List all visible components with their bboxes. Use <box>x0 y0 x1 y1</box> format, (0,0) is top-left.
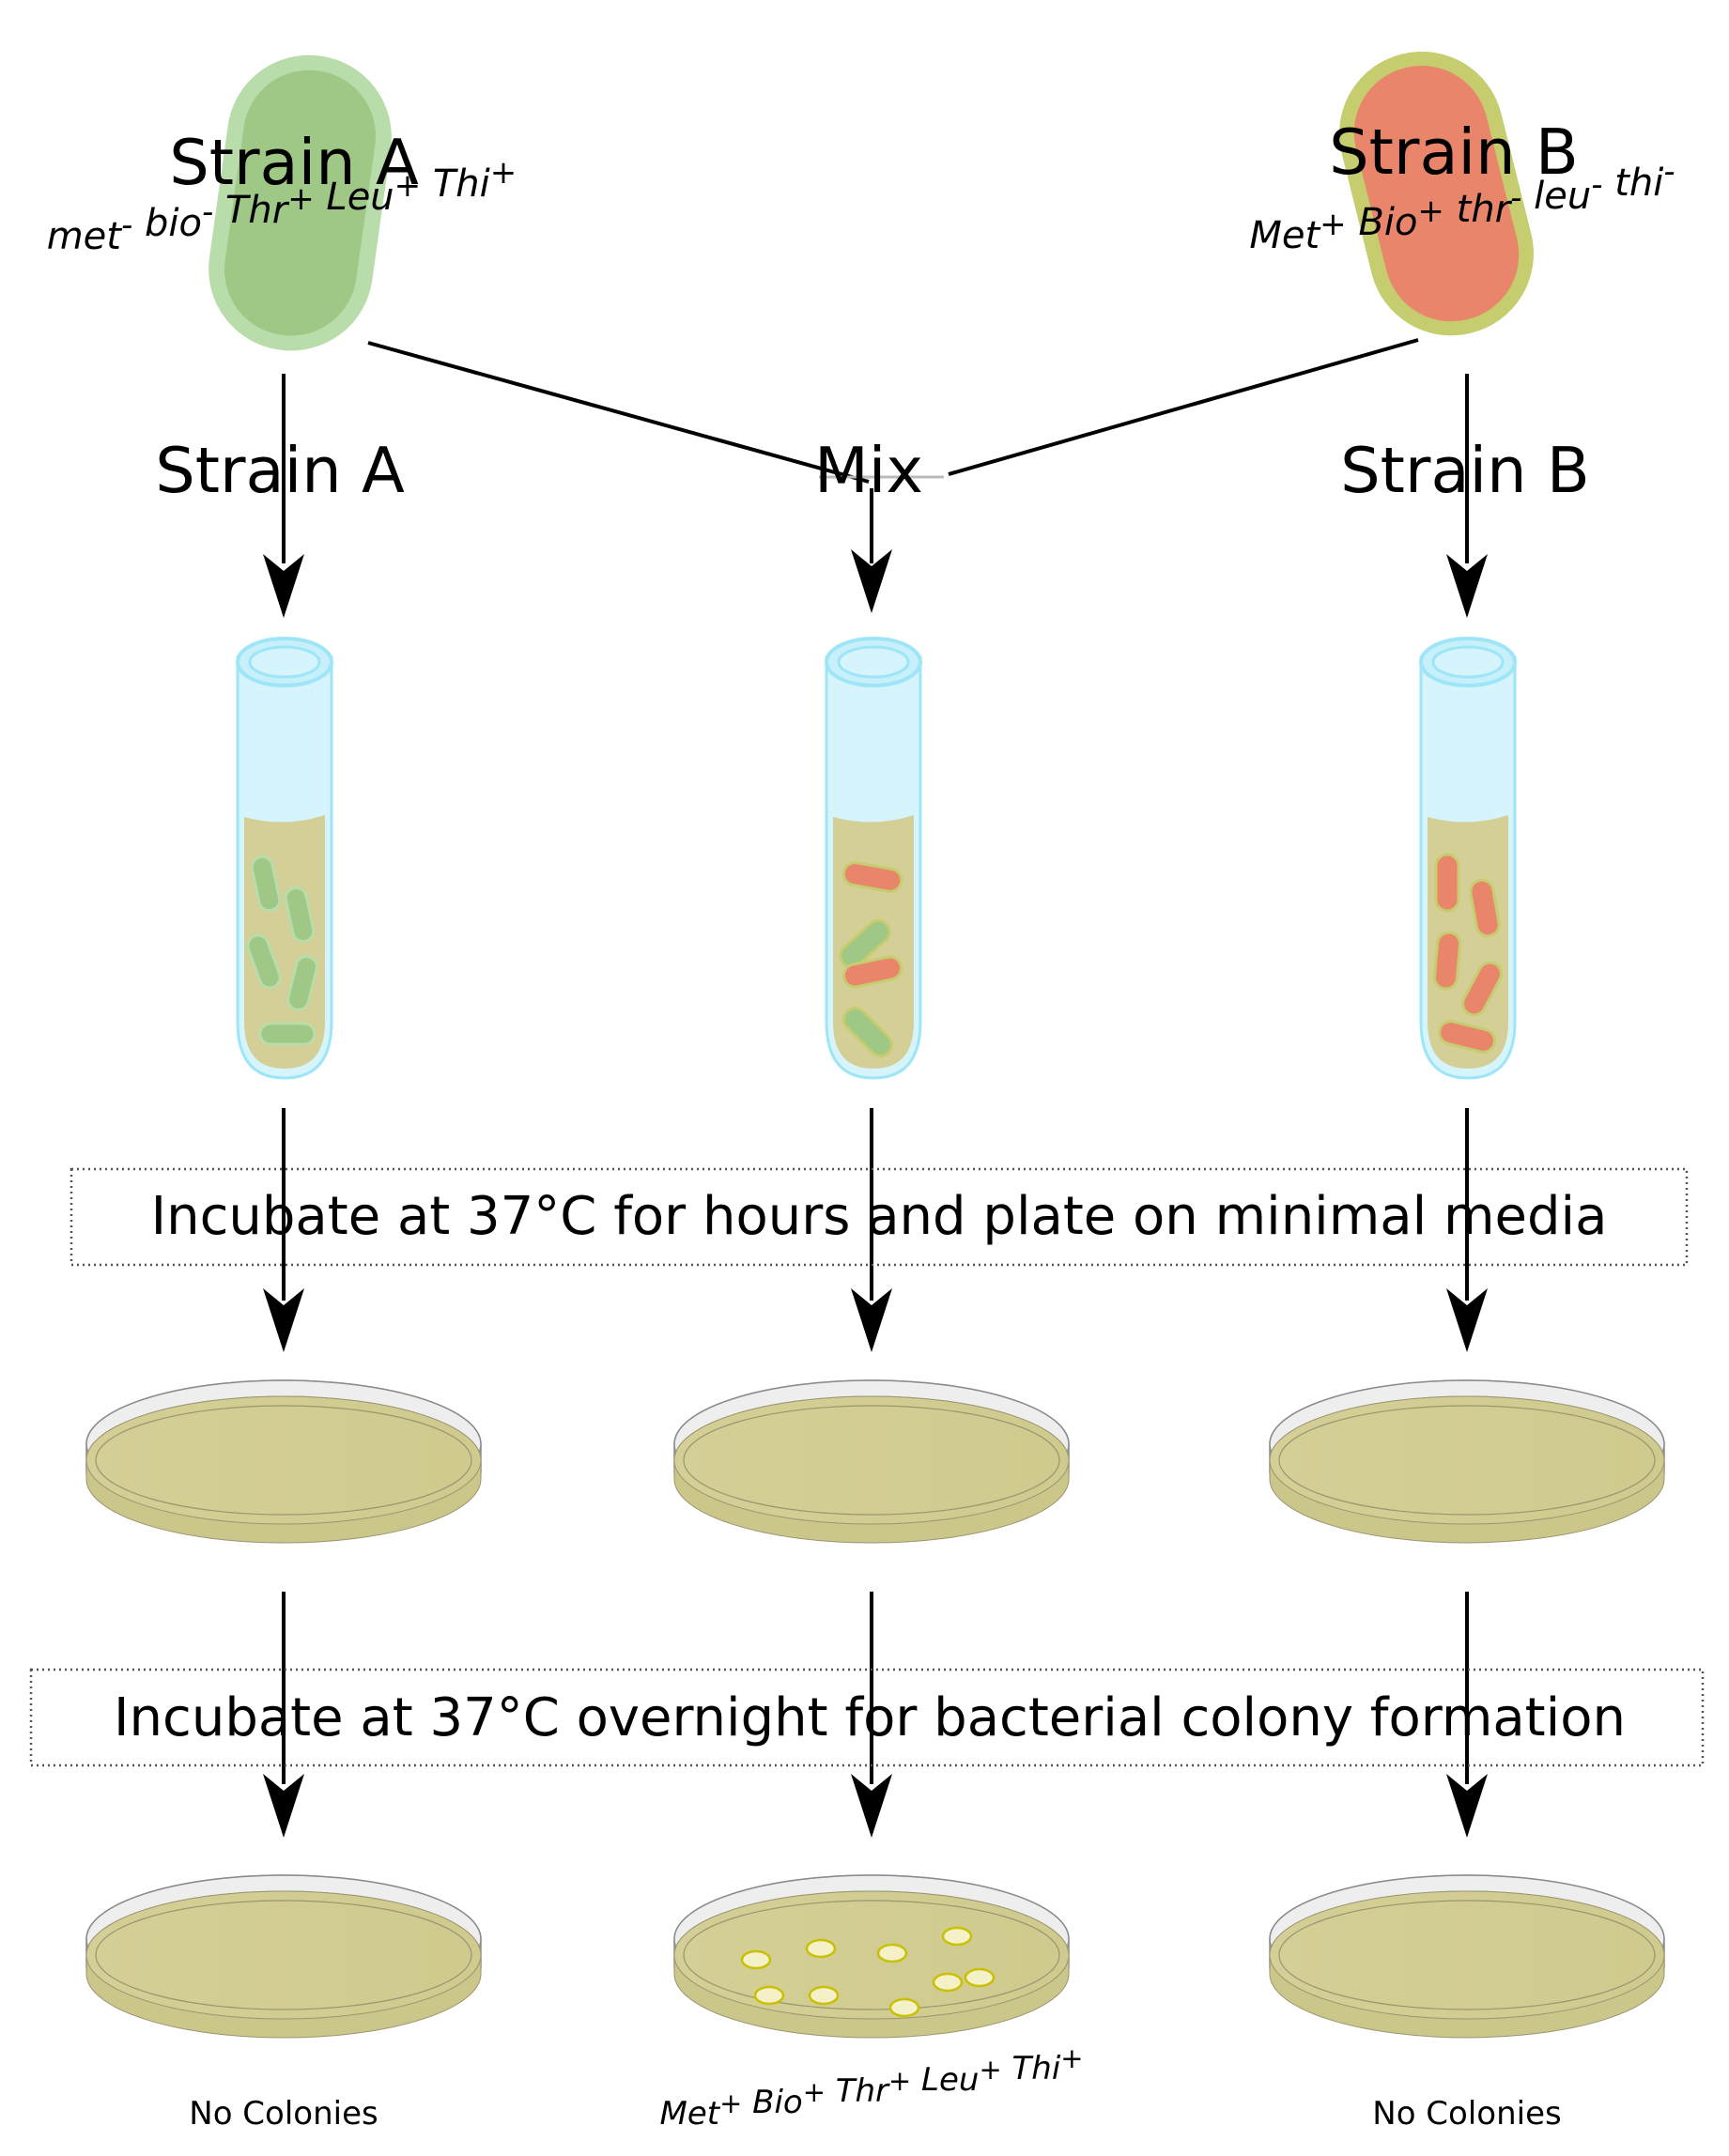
colony <box>808 1985 840 2006</box>
step-2-box <box>29 1668 1705 1767</box>
arrow-plate-a-to-result <box>263 1592 304 1838</box>
result-label-strain-b: No Colonies <box>1372 2095 1561 2133</box>
gene-superscript: + <box>1060 2042 1083 2074</box>
column-label-mix: Mix <box>814 434 923 507</box>
gene-superscript: + <box>888 2065 911 2097</box>
plate-strain-a-initial <box>85 1379 482 1544</box>
gene-name: Bio <box>1347 201 1418 244</box>
gene-name: Leu <box>911 2061 979 2099</box>
result-label-mix-genotype: Met+ Bio+ Thr+ Leu+ Thi+ <box>660 2042 1084 2133</box>
gene-superscript: + <box>803 2076 826 2108</box>
gene-superscript: - <box>121 207 132 244</box>
arrow-tube-b-to-plate <box>1446 1108 1488 1352</box>
gene-superscript: + <box>490 154 517 192</box>
gene-name: Thi <box>421 162 490 206</box>
arrow-a-to-tube <box>263 374 304 618</box>
column-label-strain-a: Strain A <box>155 434 405 507</box>
gene-superscript: + <box>287 180 315 218</box>
arrow-tube-mix-to-plate <box>851 1108 892 1352</box>
strain-b-title: Strain B <box>1329 116 1579 189</box>
plate-mix-initial <box>673 1379 1070 1544</box>
gene-name: Thi <box>1002 2050 1061 2087</box>
gene-superscript: + <box>719 2087 742 2119</box>
strain-b-genotype: Met+ Bio+ thr- leu- thi- <box>1249 153 1675 257</box>
colony <box>805 1938 837 1959</box>
result-label-strain-a: No Colonies <box>189 2095 378 2133</box>
tube-strain-b <box>1419 637 1517 1080</box>
step-1-label: Incubate at 37°C for hours and plate on … <box>151 1186 1608 1247</box>
gene-name: thi <box>1602 162 1663 205</box>
arrow-tube-a-to-plate <box>263 1108 304 1352</box>
plate-strain-b-initial <box>1269 1379 1665 1544</box>
step-1-box <box>69 1167 1689 1267</box>
tube-strain-a <box>236 637 333 1080</box>
gene-name: thr <box>1444 188 1513 231</box>
strain-b-bacterium <box>1339 51 1534 336</box>
gene-name: Thr <box>826 2072 890 2110</box>
gene-superscript: - <box>1663 153 1675 191</box>
gene-superscript: - <box>202 193 213 231</box>
bacterial-colonies <box>740 1926 996 2018</box>
colony <box>740 1949 772 1970</box>
gene-name: Met <box>1249 214 1320 257</box>
plate-mix-result <box>673 1874 1070 2039</box>
gene-name: met <box>47 215 123 258</box>
gene-superscript: + <box>979 2054 1001 2086</box>
arrow-plate-mix-to-result <box>851 1592 892 1838</box>
step-2-label: Incubate at 37°C overnight for bacterial… <box>114 1687 1626 1748</box>
arrow-b-to-tube <box>1446 374 1488 618</box>
colony <box>753 1985 785 2006</box>
gene-superscript: + <box>1320 206 1347 243</box>
gene-superscript: - <box>1510 179 1521 217</box>
arrow-mix-to-tube <box>851 488 892 613</box>
gene-superscript: + <box>1417 192 1444 230</box>
column-label-strain-b: Strain B <box>1340 434 1590 507</box>
gene-name: Bio <box>742 2084 802 2121</box>
tube-mix <box>825 637 922 1080</box>
gene-name: leu <box>1521 175 1591 218</box>
strain-a-genotype: met- bio- Thr+ Leu+ Thi+ <box>47 154 517 258</box>
colony <box>932 1972 964 1993</box>
colony <box>888 1997 920 2018</box>
plate-strain-a-result <box>85 1874 482 2039</box>
colony <box>964 1967 996 1988</box>
arrow-plate-b-to-result <box>1446 1592 1488 1838</box>
mix-connector-lines <box>367 338 1419 484</box>
colony <box>876 1943 908 1964</box>
gene-superscript: + <box>394 167 422 205</box>
gene-superscript: - <box>1591 166 1602 204</box>
gene-name: Met <box>660 2095 721 2133</box>
plate-strain-b-result <box>1269 1874 1665 2039</box>
gene-name: bio <box>132 202 202 245</box>
gene-name: Thr <box>213 189 290 232</box>
strain-a-bacterium <box>208 54 392 351</box>
strain-a-title: Strain A <box>169 126 419 199</box>
gene-name: Leu <box>315 176 394 219</box>
colony <box>941 1926 973 1947</box>
